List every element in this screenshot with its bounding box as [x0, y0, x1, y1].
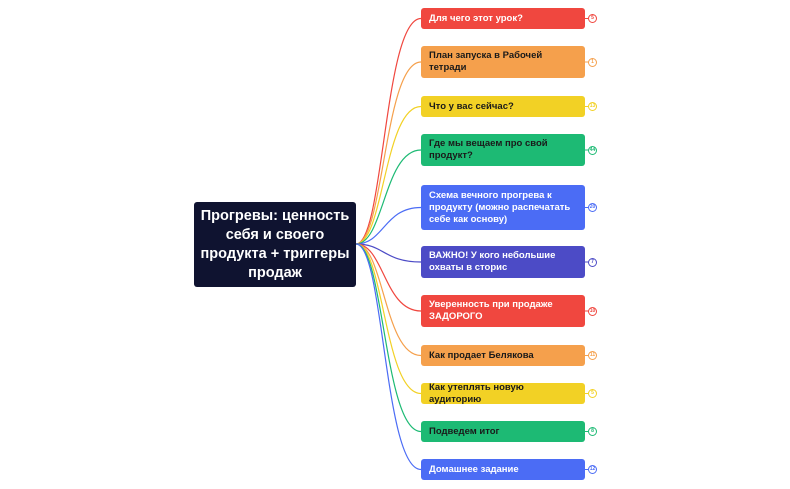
branch-label: Как продает Белякова — [429, 349, 534, 361]
branch-label: Где мы вещаем про свой продукт? — [429, 138, 548, 161]
collapse-count-badge[interactable]: 12 — [588, 465, 597, 474]
branch-label: ВАЖНО! У кого небольшие охваты в сторис — [429, 250, 556, 273]
collapse-count-badge[interactable]: 44 — [588, 145, 597, 155]
collapse-count-badge[interactable]: 13 — [588, 102, 597, 111]
branch-node[interactable]: Что у вас сейчас? — [421, 96, 585, 117]
branch-label: Схема вечного прогрева к продукту (можно… — [429, 189, 571, 225]
collapse-count-badge[interactable]: 5 — [588, 14, 597, 23]
branch-label: План запуска в Рабочей тетради — [429, 50, 543, 73]
branch-label: Что у вас сейчас? — [429, 100, 514, 112]
collapse-count-badge[interactable]: 8 — [588, 427, 597, 436]
collapse-count-badge[interactable]: 5 — [588, 389, 597, 398]
branch-label: Домашнее задание — [429, 463, 519, 475]
branch-node[interactable]: Схема вечного прогрева к продукту (можно… — [421, 185, 585, 230]
branch-label: Уверенность при продаже ЗАДОРОГО — [429, 299, 553, 322]
branch-connector — [355, 243, 422, 433]
branch-connector — [355, 243, 422, 471]
branch-connector — [355, 61, 422, 245]
branch-node[interactable]: Как утеплять новую аудиторию — [421, 381, 585, 405]
branch-node[interactable]: Как продает Белякова — [421, 345, 585, 366]
branch-connector — [355, 243, 422, 312]
collapse-count-badge[interactable]: 11 — [588, 351, 597, 360]
root-topic-label: Прогревы: ценность себя и своего продукт… — [200, 207, 350, 281]
branch-node[interactable]: Домашнее задание — [421, 459, 585, 480]
collapse-count-badge[interactable]: 1 — [588, 57, 597, 67]
branch-connector — [355, 17, 422, 245]
collapse-count-badge[interactable]: 10 — [588, 306, 597, 316]
branch-connector — [355, 243, 422, 395]
branch-node[interactable]: План запуска в Рабочей тетради — [421, 46, 585, 78]
branch-node[interactable]: Уверенность при продаже ЗАДОРОГО — [421, 295, 585, 327]
branch-connector — [355, 105, 422, 245]
collapse-count-badge[interactable]: 20 — [588, 203, 597, 212]
branch-label: Подведем итог — [429, 425, 500, 437]
branch-connector — [355, 149, 422, 245]
branch-node[interactable]: Где мы вещаем про свой продукт? — [421, 134, 585, 166]
branch-label: Для чего этот урок? — [429, 12, 523, 24]
root-topic[interactable]: Прогревы: ценность себя и своего продукт… — [194, 202, 356, 287]
branch-node[interactable]: Подведем итог — [421, 421, 585, 442]
branch-label: Как утеплять новую аудиторию — [429, 381, 524, 405]
branch-node[interactable]: ВАЖНО! У кого небольшие охваты в сторис — [421, 246, 585, 278]
branch-node[interactable]: Для чего этот урок? — [421, 8, 585, 29]
branch-connector — [355, 206, 422, 245]
branch-connector — [355, 243, 422, 357]
collapse-count-badge[interactable]: 7 — [588, 257, 597, 267]
branch-connector — [355, 243, 422, 263]
